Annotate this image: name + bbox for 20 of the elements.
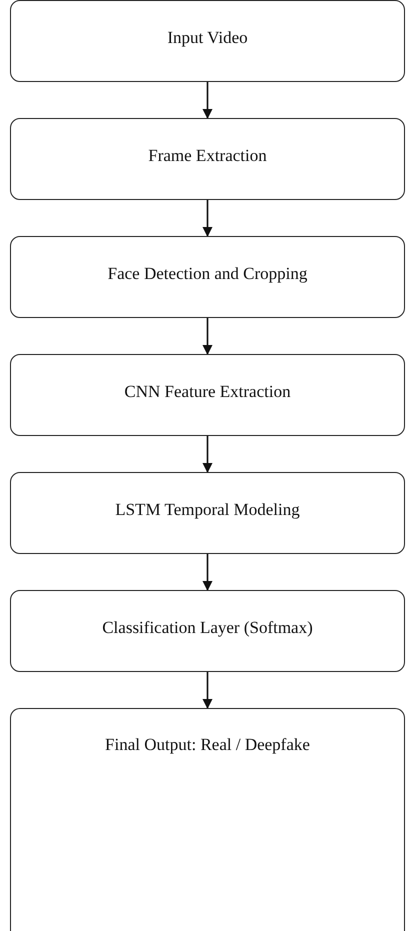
arrow (202, 82, 212, 119)
process-box (10, 354, 405, 436)
step-label: Input Video (167, 28, 248, 49)
arrow (202, 554, 212, 591)
step-label: CNN Feature Extraction (124, 382, 291, 403)
process-box (10, 236, 405, 318)
arrow (202, 200, 212, 237)
step-label: Classification Layer (Softmax) (102, 618, 313, 639)
arrow (202, 672, 212, 709)
step-label: Frame Extraction (148, 146, 267, 167)
process-box (10, 708, 405, 931)
process-box (10, 590, 405, 672)
step-label: Final Output: Real / Deepfake (105, 735, 310, 756)
arrow (202, 318, 212, 355)
process-box (10, 118, 405, 200)
process-box (10, 472, 405, 554)
process-box (10, 0, 405, 82)
arrow (202, 436, 212, 473)
step-label: Face Detection and Cropping (108, 264, 308, 285)
step-label: LSTM Temporal Modeling (115, 500, 300, 521)
